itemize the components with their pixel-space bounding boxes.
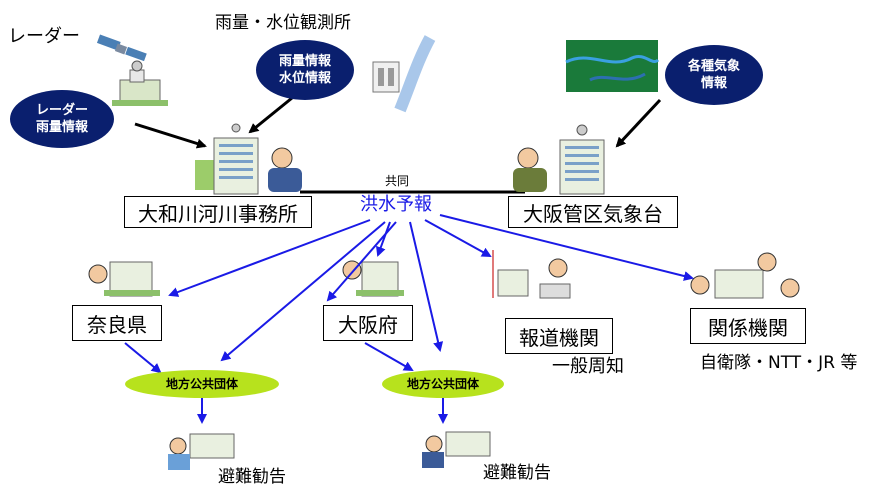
rain-water-info-bubble: 雨量情報 水位情報 <box>256 40 354 100</box>
weather-info-text-2: 情報 <box>700 76 727 91</box>
arrow-forecast-to-press <box>424 219 492 257</box>
arrow-nara-to-localgov <box>124 342 162 374</box>
related-orgs-label: 自衛隊・NTT・JR 等 <box>700 353 858 373</box>
yamato-office-box: 大和川河川事務所 <box>124 196 312 228</box>
arrow-radar-to-office <box>134 122 207 149</box>
evacuation-left-icon <box>168 433 235 470</box>
related-org-icon <box>690 252 800 299</box>
arrow-forecast-to-osaka-pref <box>326 221 397 302</box>
radar-rain-info-bubble: レーダー 雨量情報 <box>10 90 114 148</box>
jma-building-icon <box>559 124 605 195</box>
weather-map-icon <box>565 40 660 92</box>
radar-satellite-icon <box>96 34 147 62</box>
general-notice-label: 一般周知 <box>552 356 624 377</box>
arrow-forecast-to-localgov-left <box>220 221 386 362</box>
nara-box: 奈良県 <box>72 305 162 341</box>
arrow-gauge-to-office <box>248 96 293 134</box>
flood-forecast-label: 洪水予報 <box>360 194 432 215</box>
arrow-forecast-to-osaka <box>376 221 391 257</box>
gauge-station-label: 雨量・水位観測所 <box>215 13 351 33</box>
nara-building-icon <box>88 261 160 297</box>
radar-rain-text: 雨量情報 <box>35 120 88 135</box>
press-building-icon <box>492 250 571 299</box>
weather-info-text-1: 各種気象 <box>687 59 740 74</box>
arrow-forecast-to-related <box>439 214 694 281</box>
radar-station-icon <box>112 60 168 106</box>
radar-text: レーダー <box>35 103 88 118</box>
joint-label: 共同 <box>385 174 410 188</box>
press-box: 報道機関 <box>505 318 613 354</box>
evacuation-right-icon <box>422 431 491 468</box>
river-office-building-icon <box>195 123 259 195</box>
related-box: 関係機関 <box>690 308 806 344</box>
weather-info-bubble: 各種気象 情報 <box>665 45 763 105</box>
arrow-forecast-to-localgov-right <box>409 221 444 352</box>
local-gov-left-oval: 地方公共団体 <box>125 370 279 398</box>
evacuation-left-label: 避難勧告 <box>218 467 286 487</box>
local-gov-right-oval: 地方公共団体 <box>382 370 504 398</box>
rain-info-text: 雨量情報 <box>278 54 331 69</box>
water-info-text: 水位情報 <box>278 71 331 86</box>
osaka-pref-box: 大阪府 <box>323 305 413 341</box>
evacuation-right-label: 避難勧告 <box>483 463 551 483</box>
jma-staff-icon <box>513 147 547 192</box>
radar-label: レーダー <box>8 26 80 47</box>
arrow-osaka-to-localgov <box>364 342 414 371</box>
arrow-forecast-to-nara <box>168 219 371 297</box>
office-staff-icon <box>268 147 302 192</box>
osaka-building-icon <box>342 260 404 297</box>
gauge-station-icon <box>372 35 436 113</box>
arrow-weather-to-jma <box>615 98 662 148</box>
osaka-jma-box: 大阪管区気象台 <box>508 196 678 228</box>
